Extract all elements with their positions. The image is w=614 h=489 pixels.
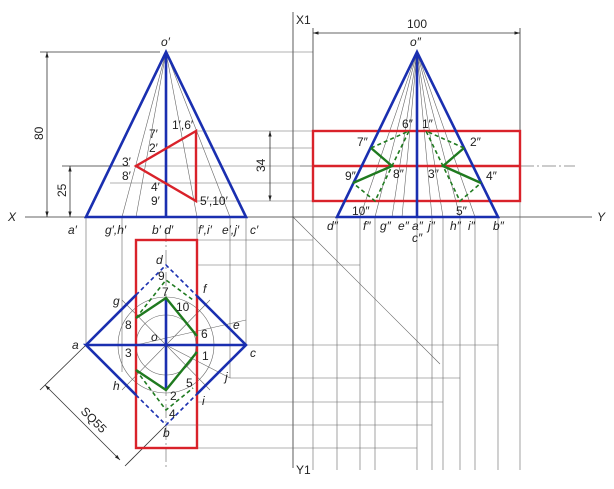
label: 9 — [158, 269, 165, 283]
top-view — [82, 238, 248, 450]
label: 7′ — [149, 127, 159, 141]
label: h″ — [450, 219, 462, 233]
label: f″ — [363, 219, 371, 233]
label: e″ — [398, 219, 410, 233]
axis-y-label: Y — [597, 210, 606, 224]
label: 3 — [125, 346, 132, 360]
label: i — [202, 394, 205, 408]
dim-cut-span: 34 — [254, 158, 268, 172]
label: 3″ — [428, 167, 440, 181]
label: c — [250, 346, 256, 360]
label: b — [163, 426, 170, 440]
label: 2 — [170, 389, 177, 403]
label: c′ — [250, 223, 259, 237]
dimension-lines — [39, 28, 521, 467]
axis-x-label: X — [7, 210, 17, 224]
label: a″ — [412, 219, 424, 233]
dim-width: 100 — [407, 17, 427, 31]
label: o′ — [161, 35, 171, 49]
label: f — [203, 282, 208, 296]
top-view-labels: a b c d e f g h i j o 1 2 3 4 5 6 7 8 9 … — [72, 253, 256, 440]
label: 1′,6′ — [172, 118, 194, 132]
label: g″ — [380, 219, 392, 233]
label: c″ — [412, 231, 423, 245]
front-view — [83, 49, 249, 219]
label: 5 — [186, 376, 193, 390]
label: 3′ — [122, 155, 132, 169]
label: 1″ — [422, 117, 434, 131]
label: o — [151, 330, 158, 344]
label: i″ — [468, 219, 476, 233]
axis-y1-label: Y1 — [296, 463, 311, 477]
label: a — [72, 338, 79, 352]
label: a′ — [68, 223, 78, 237]
label: 10 — [176, 300, 190, 314]
label: g′,h′ — [105, 223, 127, 237]
label: d — [156, 253, 163, 267]
label: 6″ — [402, 117, 414, 131]
label: 5″ — [456, 204, 468, 218]
label: g — [113, 294, 120, 308]
label: 8′ — [122, 169, 132, 183]
label: 9′ — [151, 194, 161, 208]
front-view-labels: o′ a′ g′,h′ b′ d′ f′,i′ e′,j′ c′ 1′,6′ 7… — [68, 35, 259, 237]
center-lines — [165, 165, 575, 470]
label: b″ — [493, 219, 505, 233]
label: 7″ — [357, 135, 369, 149]
side-view-labels: o″ d″ f″ g″ e″ a″ c″ j″ h″ i″ b″ 6″ 1″ 7… — [327, 35, 505, 245]
label: 9″ — [345, 169, 357, 183]
construction-lines — [85, 51, 521, 470]
dim-height: 80 — [32, 126, 46, 140]
label: e′,j′ — [222, 223, 240, 237]
label: 6 — [201, 327, 208, 341]
label: 8″ — [393, 167, 405, 181]
side-view — [311, 49, 522, 219]
label: 4′ — [151, 180, 161, 194]
label: j″ — [426, 219, 436, 233]
label: f′,i′ — [198, 223, 213, 237]
label: 1 — [202, 349, 209, 363]
label: 7 — [162, 285, 169, 299]
label: 8 — [125, 318, 132, 332]
label: 10″ — [352, 204, 370, 218]
label: b′ d′ — [152, 223, 174, 237]
label: o″ — [410, 35, 422, 49]
label: j — [223, 370, 228, 384]
label: 5′,10′ — [200, 194, 229, 208]
label: d″ — [327, 219, 339, 233]
label: e — [233, 318, 240, 332]
label: 4 — [169, 407, 176, 421]
dim-cut-height: 25 — [55, 183, 69, 197]
dim-base-square: SQ55 — [78, 404, 110, 436]
label: 2′ — [149, 141, 159, 155]
label: h — [113, 379, 120, 393]
label: 4″ — [486, 169, 498, 183]
label: 2″ — [470, 135, 482, 149]
axis-x1-label: X1 — [296, 13, 311, 27]
